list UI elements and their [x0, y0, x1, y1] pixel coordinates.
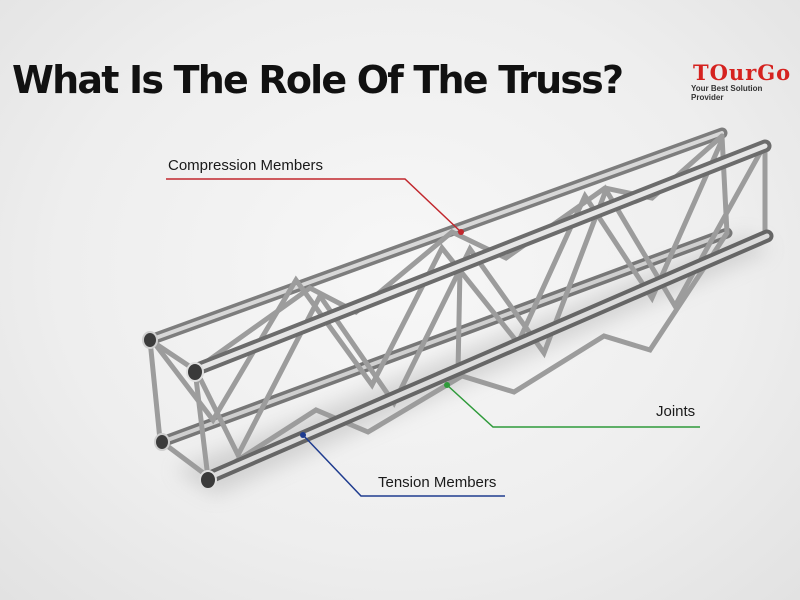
- tension-callout-leader: [300, 432, 505, 497]
- brand-logo: TOurGo Your Best Solution Provider: [687, 60, 797, 103]
- near-chords: [188, 139, 774, 485]
- compression-callout-leader: [166, 178, 464, 235]
- tension-members-label: Tension Members: [378, 474, 497, 491]
- compression-members-label: Compression Members: [168, 157, 324, 174]
- joints-label: Joints: [656, 403, 696, 420]
- brand-name: TOurGo: [693, 60, 792, 85]
- tube-ends: [142, 331, 217, 490]
- truss-frame: [142, 127, 774, 490]
- brand-tagline: Your Best Solution Provider: [691, 84, 763, 102]
- page-title: What Is The Role Of The Truss?: [12, 58, 624, 102]
- joints-callout-leader: [444, 382, 700, 428]
